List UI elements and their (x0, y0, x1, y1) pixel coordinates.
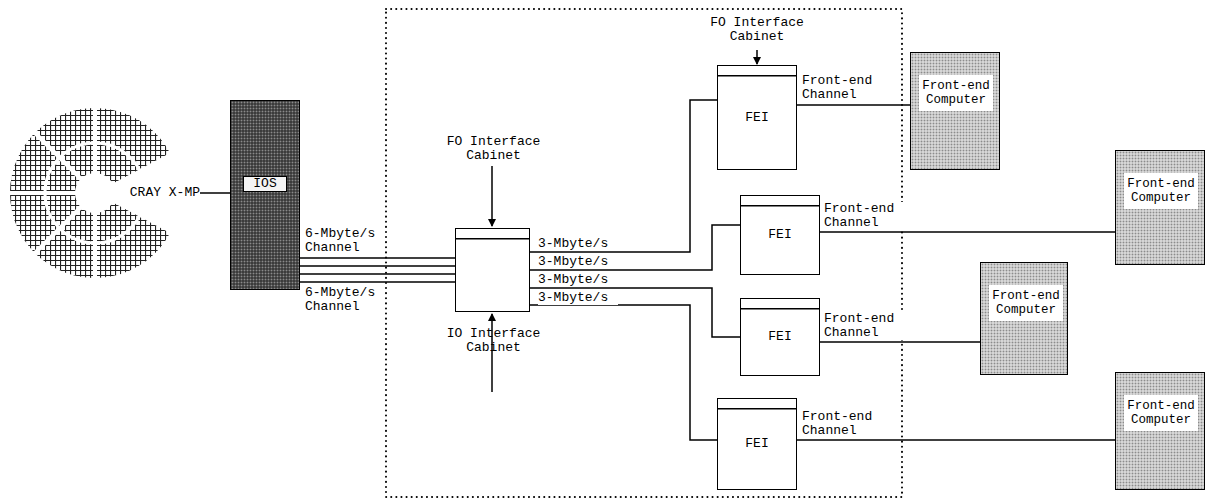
channel-line (530, 288, 740, 337)
fei-box: FEI (717, 398, 797, 490)
node-label: FEI (745, 111, 768, 125)
channel-line (300, 273, 455, 275)
channel-label: 6-Mbyte/s Channel (305, 227, 385, 255)
callout-label: FO Interface Cabinet (702, 16, 812, 44)
channel-line (300, 265, 455, 267)
node-label: Front-end Computer (989, 285, 1063, 321)
node-label: CRAY X-MP (130, 186, 200, 200)
fei-box: FEI (717, 65, 797, 170)
channel-label: 3-Mbyte/s (538, 273, 618, 287)
channel-line (797, 439, 1115, 441)
fei-box: FEI (740, 298, 820, 376)
channel-label: Front-end Channel (802, 410, 882, 438)
front-end-computer: Front-end Computer (1115, 372, 1205, 490)
interface-cabinet: FO Interface CabinetIO Interface Cabinet (455, 228, 530, 312)
channel-line (820, 341, 980, 343)
node-label: FEI (745, 437, 768, 451)
channel-line (530, 305, 717, 440)
channel-line (300, 281, 455, 283)
channel-label: 3-Mbyte/s (538, 237, 618, 251)
node-label: Front-end Computer (919, 75, 993, 111)
channel-label: Front-end Channel (802, 74, 882, 102)
channel-label: 6-Mbyte/s Channel (305, 286, 385, 314)
front-end-computer: Front-end Computer (910, 52, 1000, 170)
channel-line (300, 257, 455, 259)
front-end-computer: Front-end Computer (1115, 150, 1205, 265)
node-label: IO Interface Cabinet (436, 327, 551, 355)
node-label: Front-end Computer (1124, 395, 1198, 431)
node-label: FEI (768, 330, 791, 344)
computer-symbol: CRAY X-MP (10, 105, 200, 285)
channel-line (530, 225, 740, 270)
channel-label: Front-end Channel (824, 202, 904, 230)
region-outline (386, 9, 902, 497)
node-label: Front-end Computer (1124, 173, 1198, 209)
node-label: FEI (768, 228, 791, 242)
node-label: FO Interface Cabinet (436, 135, 551, 163)
channel-line (200, 192, 230, 194)
channel-line (797, 104, 910, 106)
fei-box: FEI (740, 195, 820, 275)
channel-label: 3-Mbyte/s (538, 255, 618, 269)
channel-line (820, 231, 1115, 233)
channel-label: 3-Mbyte/s (538, 291, 618, 305)
node-label: IOS (243, 176, 287, 192)
channel-line (530, 100, 717, 252)
channel-label: Front-end Channel (824, 312, 904, 340)
io-subsystem: IOS (230, 100, 300, 290)
front-end-computer: Front-end Computer (980, 262, 1068, 375)
